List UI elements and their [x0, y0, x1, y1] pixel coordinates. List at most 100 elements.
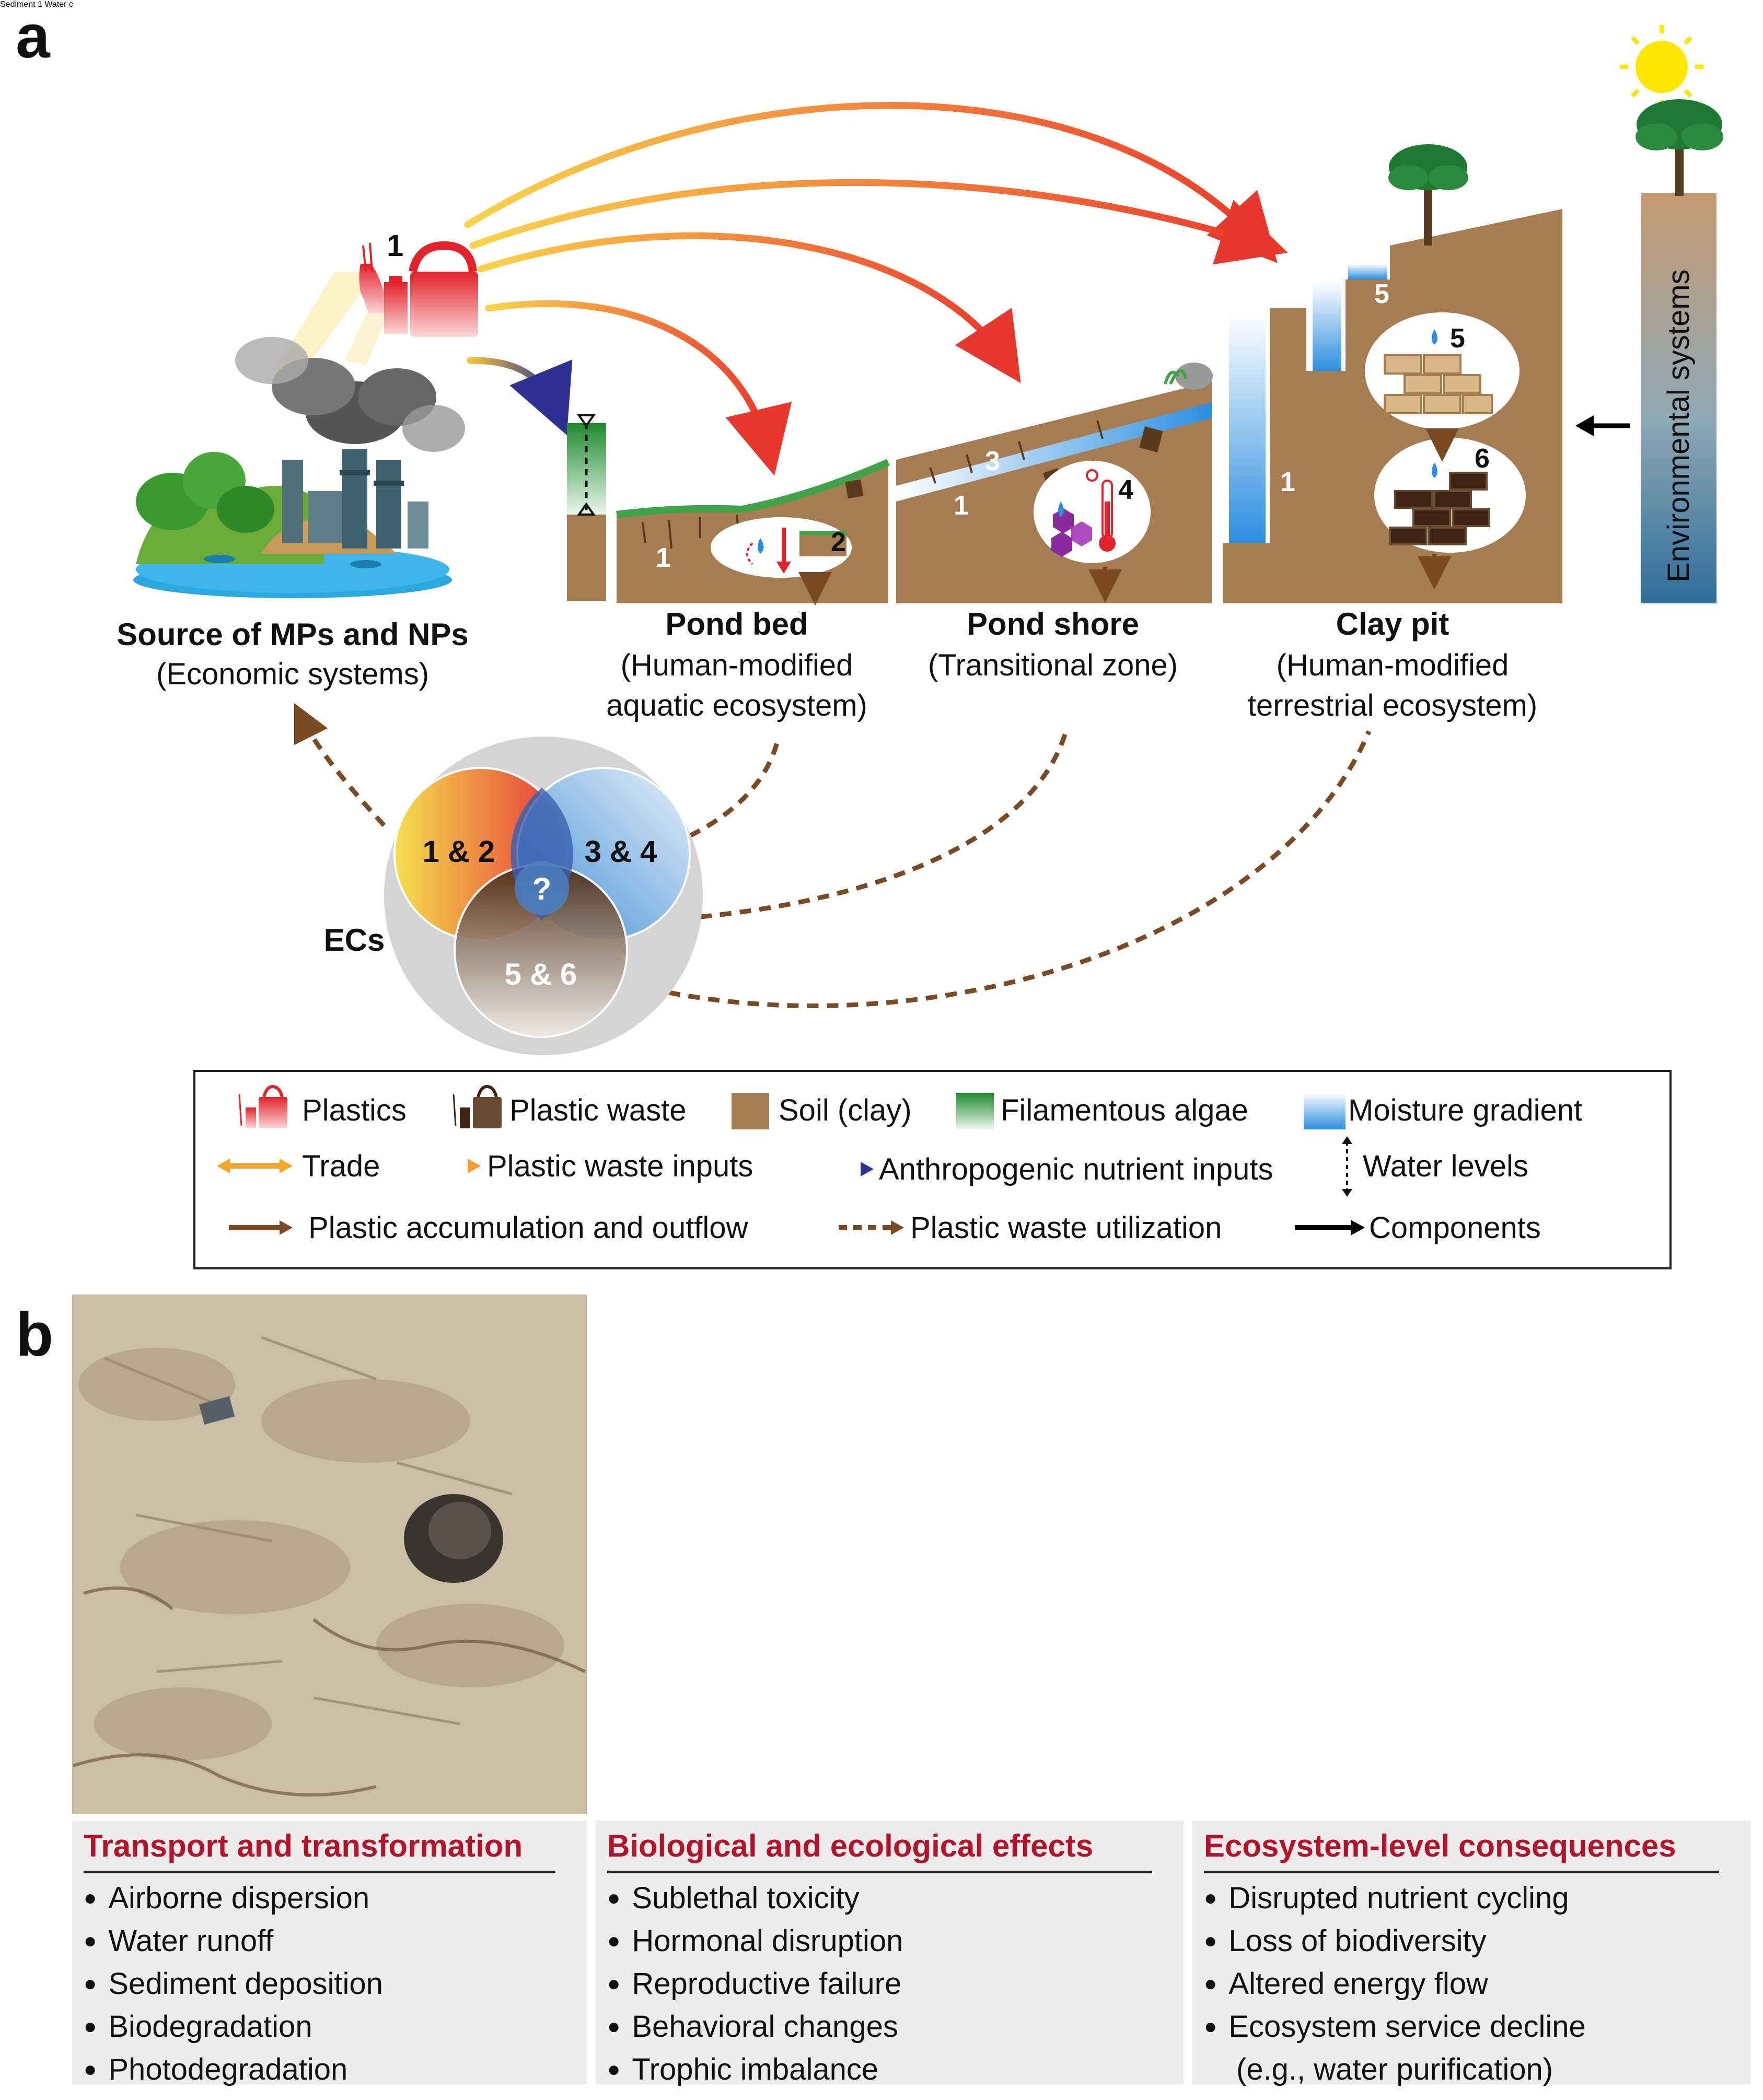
tree-icon-pit — [1388, 144, 1468, 246]
legend-soil-swatch — [732, 1093, 769, 1129]
list-item-extra: (e.g., water purification) — [1236, 2052, 1553, 2086]
legend-components-arrow — [1295, 1220, 1365, 1235]
panel-c-biological: Biological and ecological effects Sublet… — [596, 1821, 1184, 2086]
pond-bed-sub1: (Human-modified — [621, 648, 853, 682]
legend-nutrient: Anthropogenic nutrient inputs — [879, 1152, 1273, 1186]
legend-utilization: Plastic waste utilization — [910, 1211, 1222, 1245]
pond-bed-num-1: 1 — [656, 543, 671, 573]
list-item: Sediment deposition — [84, 1964, 383, 2006]
panel-c-ecosystem-rule — [1204, 1871, 1719, 1873]
venn-center: ? — [532, 871, 552, 906]
list-item: Loss of biodiversity — [1204, 1921, 1586, 1964]
legend-row-1: Plastics Plastic waste Soil (clay) Filam… — [238, 1084, 1582, 1129]
clay-pit-sub1: (Human-modified — [1277, 648, 1509, 682]
brick-stack-6 — [1389, 472, 1490, 545]
clay-pit-inset-num-5: 5 — [1450, 323, 1465, 354]
legend-algae: Filamentous algae — [1001, 1093, 1248, 1127]
trade-arrows — [464, 102, 1288, 476]
legend-soil: Soil (clay) — [779, 1093, 912, 1127]
legend-trade-arrow — [217, 1159, 293, 1173]
panel-c-ecosystem-title: Ecosystem-level consequences — [1204, 1828, 1676, 1863]
panel-letter-c: c — [68, 0, 73, 9]
pond-bed-sub2: aquatic ecosystem) — [606, 689, 867, 722]
legend-box — [193, 1070, 1672, 1269]
legend-plastics: Plastics — [302, 1093, 407, 1127]
legend-moisture-swatch — [1304, 1093, 1346, 1129]
panel-letter-b: b — [16, 1300, 53, 1369]
factory-scene — [133, 272, 465, 598]
sediment-label: Sediment — [0, 0, 36, 9]
clay-pit-title: Clay pit — [1336, 606, 1449, 641]
source-title: Source of MPs and NPs — [117, 617, 468, 652]
pond-shore-sub: (Transitional zone) — [928, 648, 1178, 682]
list-item: Airborne dispersion — [84, 1878, 383, 1921]
plastics-number: 1 — [387, 229, 403, 263]
pond-shore-title: Pond shore — [967, 606, 1139, 641]
legend-water-levels: Water levels — [1363, 1149, 1528, 1183]
legend-nutrient-arrow — [813, 1162, 874, 1176]
list-item: Disrupted nutrient cycling — [1204, 1878, 1586, 1921]
legend-row-3: Plastic accumulation and outflow Plastic… — [229, 1211, 1541, 1245]
water-label: Water — [44, 0, 67, 9]
clay-pit-inset-num-6: 6 — [1475, 444, 1490, 474]
pond-shore-num-4: 4 — [1118, 475, 1133, 505]
panel-c-ecosystem: Ecosystem-level consequences Disrupted n… — [1192, 1821, 1750, 2086]
clay-pit-num-5: 5 — [1374, 279, 1389, 309]
panel-c-transport: Transport and transformation Airborne di… — [72, 1821, 587, 2086]
sediment-photo — [72, 1294, 587, 1814]
clay-pit-sub2: terrestrial ecosystem) — [1248, 689, 1537, 722]
legend-plastic-waste: Plastic waste — [509, 1093, 686, 1127]
panel-c-biological-list: Sublethal toxicity Hormonal disruption R… — [607, 1878, 903, 2092]
legend-waste-input-arrow — [418, 1159, 481, 1173]
thermo-icon — [1086, 469, 1116, 552]
tree-icon — [1636, 99, 1723, 196]
utilization-arrows — [294, 703, 1372, 1008]
source-subtitle: (Economic systems) — [156, 657, 429, 691]
legend-water-level-arrow — [1342, 1136, 1352, 1197]
environmental-systems-column: Environmental systems — [1636, 99, 1723, 603]
list-item: Biodegradation — [84, 2006, 383, 2049]
list-item: Reproductive failure — [607, 1964, 903, 2006]
panel-c-transport-list: Airborne dispersion Water runoff Sedimen… — [84, 1878, 383, 2092]
list-item: Trophic imbalance — [607, 2049, 903, 2092]
water-level-column — [567, 414, 606, 601]
plastics-icon — [359, 241, 478, 337]
pond-shore-num-3: 3 — [985, 446, 1000, 476]
list-item: Behavioral changes — [607, 2006, 903, 2049]
legend-trade: Trade — [302, 1149, 380, 1183]
panel-c-transport-title: Transport and transformation — [84, 1828, 523, 1863]
legend-plastics-icon — [238, 1084, 287, 1128]
pond-bed-title: Pond bed — [665, 606, 808, 641]
panel-c-transport-rule — [84, 1871, 555, 1873]
legend-plastic-waste-icon — [453, 1084, 502, 1128]
sediment-number: 1 — [38, 0, 42, 9]
hexagon-cluster — [1051, 508, 1092, 557]
list-item: Sublethal toxicity — [607, 1878, 903, 1921]
venn-label-b: 3 & 4 — [585, 835, 657, 869]
legend-outflow-arrow — [229, 1220, 293, 1235]
legend-utilization-arrow — [839, 1220, 904, 1235]
brick-stack-5 — [1384, 354, 1493, 414]
sun-icon — [1620, 25, 1703, 109]
venn-label-c: 5 & 6 — [505, 958, 577, 991]
panel-c-biological-title: Biological and ecological effects — [607, 1828, 1094, 1863]
legend-outflow: Plastic accumulation and outflow — [308, 1211, 749, 1245]
venn-label-a: 1 & 2 — [423, 835, 495, 869]
list-item: Hormonal disruption — [607, 1921, 903, 1964]
ecs-label: ECs — [324, 923, 385, 958]
legend-algae-swatch — [956, 1093, 994, 1129]
clay-pit-num-1: 1 — [1280, 467, 1295, 497]
env-systems-label: Environmental systems — [1662, 269, 1696, 582]
venn-diagram — [384, 737, 703, 1055]
legend-moisture: Moisture gradient — [1348, 1093, 1582, 1127]
panel-letter-a: a — [16, 2, 51, 71]
list-item: Altered energy flow — [1204, 1964, 1586, 2006]
legend-row-2: Trade Plastic waste inputs Anthropogenic… — [217, 1136, 1528, 1197]
pond-bed-num-2: 2 — [831, 527, 846, 557]
panel-c-biological-rule — [607, 1871, 1152, 1873]
list-item: Photodegradation — [84, 2049, 383, 2092]
legend-waste-inputs: Plastic waste inputs — [487, 1149, 753, 1183]
list-item: Water runoff — [84, 1921, 383, 1964]
list-item: Ecosystem service decline(e.g., water pu… — [1204, 2006, 1585, 2090]
